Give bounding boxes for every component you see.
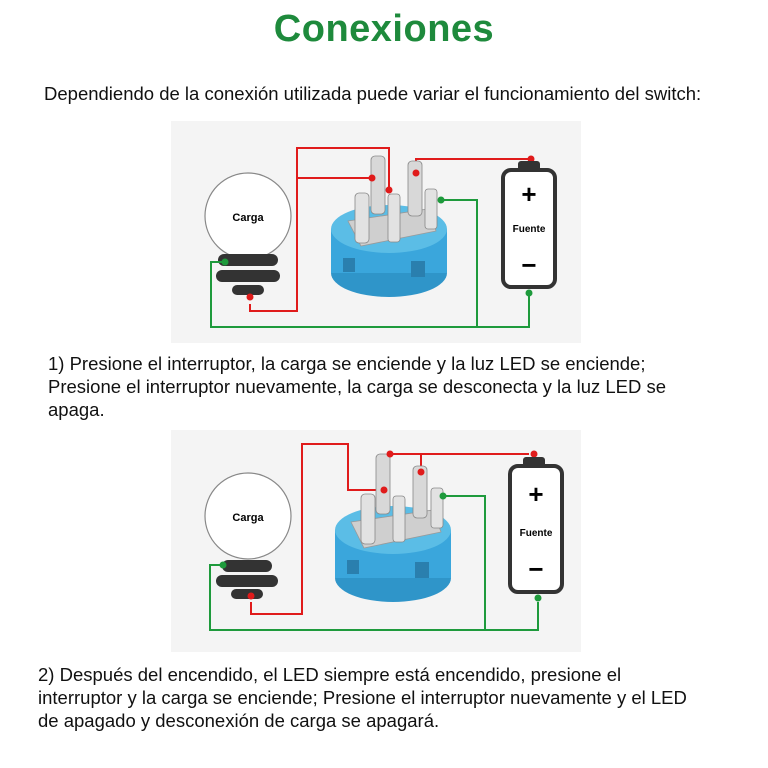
minus-sign: − (528, 554, 543, 584)
description-2-line-1: 2) Después del encendido, el LED siempre… (38, 664, 622, 685)
plus-sign: + (521, 179, 536, 209)
load-label: Carga (232, 212, 264, 224)
page-title: Conexiones (273, 8, 495, 50)
description-1-line-2: Presione el interruptor nuevamente, la c… (48, 376, 667, 397)
wiring-diagram-1-svg: Carga (204, 147, 557, 328)
switch-icon (335, 453, 451, 602)
negative-wires (210, 199, 530, 328)
battery-icon (508, 457, 564, 594)
description-1-line-3: apaga. (48, 399, 105, 420)
source-label: Fuente (520, 528, 553, 539)
load-bulb-icon (204, 172, 292, 295)
description-1-line-1: 1) Presione el interruptor, la carga se … (48, 353, 646, 374)
connection-dots (221, 155, 535, 301)
wiring-diagram-2-svg: Carga (204, 443, 564, 631)
description-2: 2) Después del encendido, el LED siempre… (38, 663, 738, 732)
wiring-diagram-2: Carga (171, 430, 581, 652)
battery-icon (501, 161, 557, 289)
negative-wires (209, 495, 539, 631)
load-label: Carga (232, 512, 264, 524)
minus-sign: − (521, 250, 536, 280)
source-label: Fuente (513, 224, 546, 235)
plus-sign: + (528, 479, 543, 509)
intro-text: Dependiendo de la conexión utilizada pue… (44, 83, 702, 104)
description-1: 1) Presione el interruptor, la carga se … (48, 352, 738, 421)
load-bulb-icon (204, 472, 292, 599)
switch-icon (331, 155, 447, 297)
connection-dots (219, 450, 542, 602)
wiring-diagram-1: Carga (171, 121, 581, 343)
description-2-line-2: interruptor y la carga se enciende; Pres… (38, 687, 687, 708)
description-2-line-3: de apagado y desconexión de carga se apa… (38, 710, 440, 731)
